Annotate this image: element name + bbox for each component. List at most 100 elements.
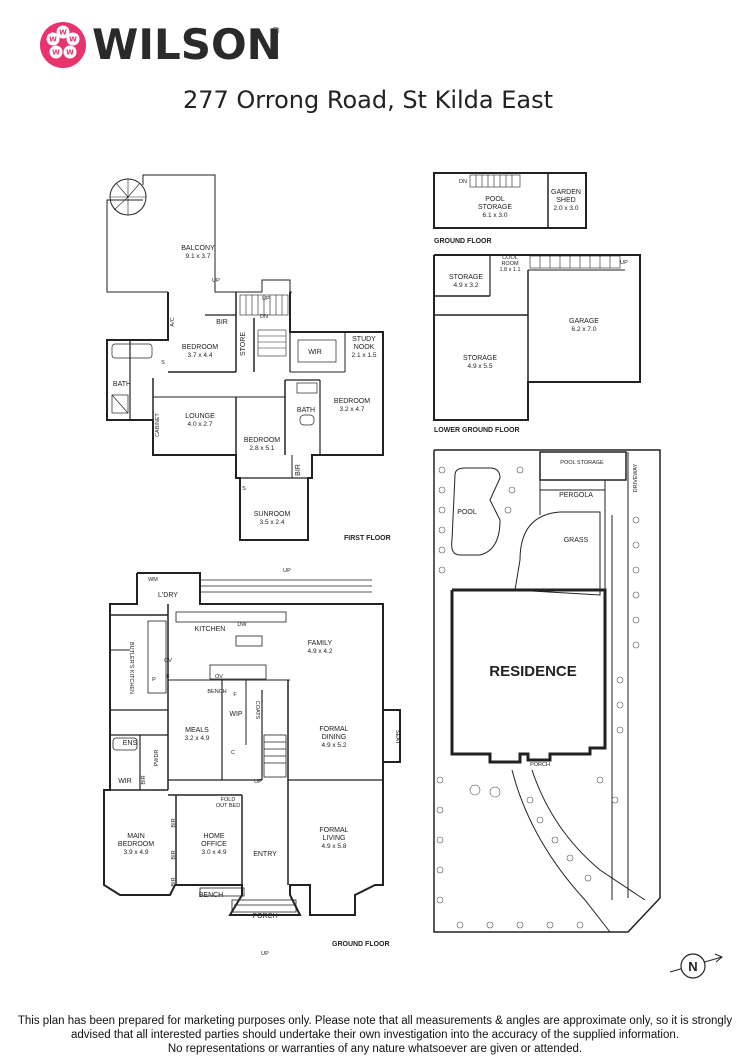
main-bedroom-label-2: BEDROOM	[118, 841, 154, 848]
porch-label: PORCH	[252, 913, 277, 920]
ens-label: ENS	[123, 740, 138, 747]
family-dim: 4.9 x 4.2	[308, 648, 333, 655]
svg-text:W: W	[49, 36, 57, 44]
wir-ground-label: WIR	[118, 778, 132, 785]
main-bedroom-dim: 3.9 x 4.9	[124, 849, 149, 856]
outbuilding-ground-plan	[433, 172, 587, 229]
powder-label: PWDR	[154, 750, 160, 767]
store-label: STORE	[240, 332, 247, 356]
main-bedroom-label: MAIN	[127, 833, 145, 840]
bir-ground-4-label: BIR	[171, 877, 177, 886]
cupboard-label: C	[231, 750, 235, 756]
formal-dining-dim: 4.9 x 5.2	[322, 742, 347, 749]
fold-label: FOLD	[221, 797, 236, 803]
svg-text:W: W	[69, 36, 77, 44]
site-pool-storage-label: POOL STORAGE	[560, 460, 604, 466]
pool-storage-dim: 6.1 x 3.0	[483, 212, 508, 219]
oven1-label: OV	[164, 658, 172, 664]
ground-floor-plan	[103, 572, 401, 916]
out-bed-label: OUT BED	[216, 803, 240, 809]
garden-shed-dim: 2.0 x 3.0	[554, 205, 579, 212]
bir2-label: BIR	[295, 464, 302, 476]
dn-label: DN	[260, 314, 268, 320]
north-compass-icon: N	[669, 953, 723, 979]
garden-shed-label: GARDEN	[551, 189, 581, 196]
bedroom1-label: BEDROOM	[182, 344, 218, 351]
butlers-kitchen-label: BUTLER'S KITCHEN	[128, 642, 134, 694]
lower-ground-title: LOWER GROUND FLOOR	[434, 427, 520, 434]
first-floor-plan	[106, 174, 384, 541]
cabinet-label: CABINET	[155, 412, 161, 436]
bedroom1-dim: 3.7 x 4.4	[188, 352, 213, 359]
cool-room-dim: 1.8 x 1.1	[499, 267, 520, 273]
family-label: FAMILY	[308, 640, 333, 647]
bedroom2-dim: 3.2 x 4.7	[340, 406, 365, 413]
residence-label: RESIDENCE	[489, 663, 577, 680]
seat-label: SEAT	[394, 730, 400, 745]
dn-outbuilding-label: DN	[459, 179, 467, 185]
entry-label: ENTRY	[253, 851, 277, 858]
disclaimer: This plan has been prepared for marketin…	[0, 1014, 750, 1056]
site-shrubs	[436, 466, 640, 929]
formal-dining-label: FORMAL	[319, 726, 348, 733]
s2-label: S	[242, 486, 246, 492]
cool-room-label-2: ROOM	[501, 261, 519, 267]
up-lower-label: UP	[620, 260, 628, 266]
study-label-2: NOOK	[354, 344, 375, 351]
brand-name: WILSON	[92, 20, 282, 69]
fridge2-label: F	[233, 692, 237, 698]
bir-ground-1-label: BIR	[141, 775, 147, 784]
oven2-label: OV	[215, 674, 223, 680]
home-office-label-2: OFFICE	[201, 841, 227, 848]
bir-ground-3-label: BIR	[171, 850, 177, 859]
balcony-label: BALCONY	[181, 245, 215, 252]
storage2-dim: 4.9 x 5.5	[468, 363, 493, 370]
garage-label: GARAGE	[569, 318, 599, 325]
up-ground-3-label: UP	[261, 951, 269, 957]
ground-floor-title: GROUND FLOOR	[332, 941, 390, 948]
garden-shed-label-2: SHED	[556, 197, 575, 204]
site-porch-label: PORCH	[530, 762, 550, 768]
laundry-label: L'DRY	[158, 592, 178, 599]
compass-label: N	[688, 959, 697, 974]
disclaimer-line-3: No representations or warranties of any …	[167, 1043, 583, 1055]
formal-living-dim: 4.9 x 5.8	[322, 843, 347, 850]
lounge-label: LOUNGE	[185, 413, 215, 420]
wir-label: WIR	[308, 349, 322, 356]
home-office-dim: 3.0 x 4.9	[202, 849, 227, 856]
up1-label: UP	[212, 278, 220, 284]
bir1-label: BIR	[216, 319, 228, 326]
balcony-dim: 9.1 x 3.7	[186, 253, 211, 260]
ac-label: A/C	[170, 317, 176, 326]
kitchen-label: KITCHEN	[195, 626, 226, 633]
bath2-label: BATH	[297, 407, 315, 414]
bir-ground-2-label: BIR	[171, 818, 177, 827]
registered-mark: ®	[272, 26, 280, 37]
grass-label: GRASS	[564, 537, 589, 544]
property-address: 277 Orrong Road, St Kilda East	[182, 86, 554, 114]
svg-text:W: W	[66, 49, 74, 57]
home-office-label: HOME	[204, 833, 225, 840]
sunroom-label: SUNROOM	[254, 511, 291, 518]
up-ground-1-label: UP	[283, 568, 291, 574]
svg-text:W: W	[59, 29, 67, 37]
fridge1-label: F	[166, 674, 170, 680]
wilson-logo-icon: W W W W W	[40, 22, 86, 68]
dishwasher-label: DW	[237, 622, 247, 628]
storage1-dim: 4.9 x 3.2	[454, 282, 479, 289]
pool-storage-label: POOL	[485, 196, 505, 203]
bedroom2-label: BEDROOM	[334, 398, 370, 405]
coats-label: COATS	[254, 701, 260, 720]
meals-dim: 3.2 x 4.9	[185, 735, 210, 742]
disclaimer-line-2: advised that all interested parties shou…	[71, 1029, 679, 1041]
study-dim: 2.1 x 1.5	[352, 352, 377, 359]
site-plan	[433, 449, 661, 933]
outbuilding-ground-title: GROUND FLOOR	[434, 238, 492, 245]
lower-ground-plan	[433, 254, 641, 421]
wip-label: WIP	[229, 711, 243, 718]
cool-room-label: COOL	[502, 255, 518, 261]
pool-storage-label-2: STORAGE	[478, 204, 512, 211]
garage-dim: 6.2 x 7.0	[572, 326, 597, 333]
formal-living-label: FORMAL	[319, 827, 348, 834]
sunroom-dim: 3.5 x 2.4	[260, 519, 285, 526]
